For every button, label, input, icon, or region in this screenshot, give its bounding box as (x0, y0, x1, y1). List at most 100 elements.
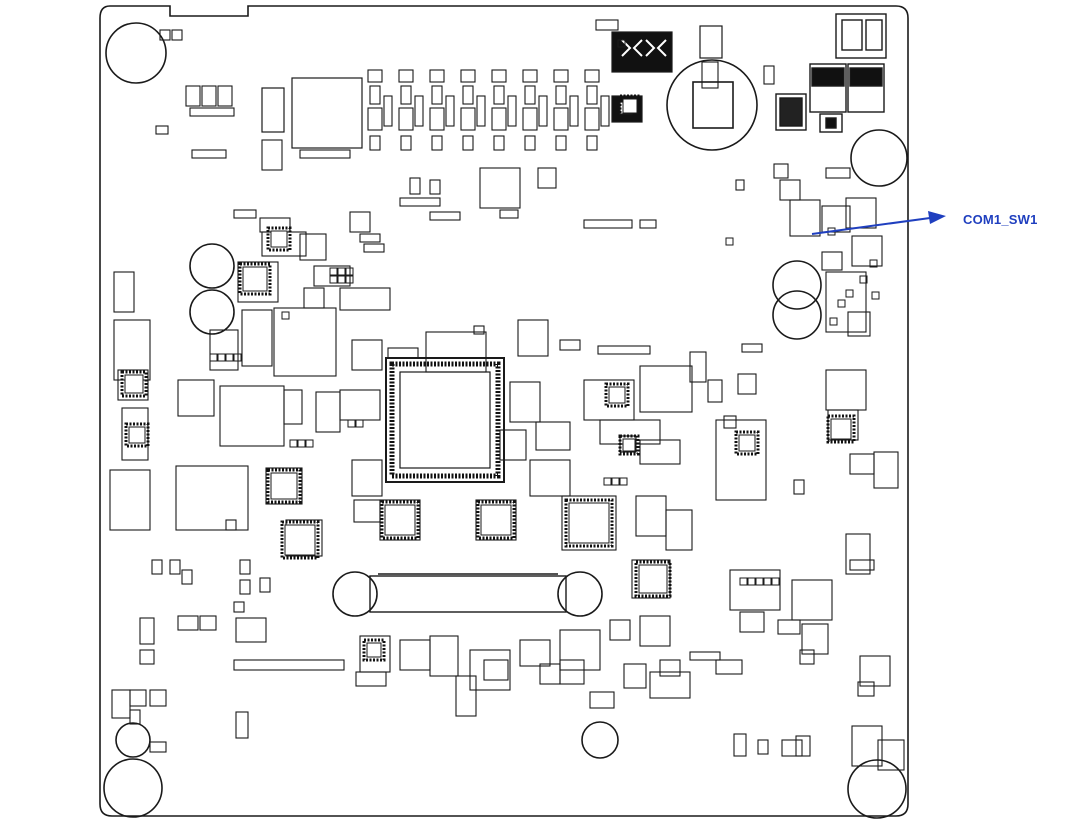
component-outline (757, 739, 769, 755)
ic-pins (618, 434, 640, 456)
component-outline (707, 379, 723, 403)
component-outline (351, 339, 383, 371)
mounting-hole-bottom-center (581, 721, 619, 759)
component-outline (479, 167, 521, 209)
usb-connector-block (775, 13, 887, 133)
ic-package (380, 500, 420, 540)
component-outline (847, 311, 871, 337)
component-outline (359, 233, 381, 243)
pad (603, 477, 612, 486)
ic-body (480, 504, 512, 536)
pad (617, 39, 626, 48)
component-outline (737, 373, 757, 395)
component-outline (877, 739, 905, 771)
component-outline (237, 261, 279, 303)
pad (345, 275, 354, 284)
main-soc (385, 357, 505, 483)
pad (845, 289, 854, 298)
component-outline (209, 329, 239, 371)
component-outline (387, 347, 419, 359)
component-outline (781, 739, 803, 757)
pcb-components (109, 19, 905, 771)
resistor (600, 95, 610, 127)
component-outline (233, 209, 257, 219)
component-outline (265, 467, 303, 505)
resistor (462, 85, 474, 105)
resistor (445, 95, 455, 127)
component-outline (233, 601, 245, 613)
component-outline (649, 671, 691, 699)
ic-body (568, 502, 610, 544)
mounting-hole-top-right (850, 129, 908, 187)
component-outline (315, 391, 341, 433)
pad (337, 275, 346, 284)
component-outline (235, 711, 249, 739)
component-outline (353, 499, 381, 523)
pad (586, 135, 598, 151)
capacitor-right-2 (772, 290, 822, 340)
component-outline (779, 179, 801, 201)
ic-body (366, 642, 382, 658)
component-outline (299, 149, 351, 159)
component-outline (723, 415, 737, 429)
component-outline (701, 61, 719, 89)
component-outline (639, 439, 681, 465)
component-outline (851, 235, 883, 267)
component-outline (233, 659, 345, 671)
component-outline (689, 651, 721, 661)
pad (460, 69, 476, 83)
component-outline (733, 733, 747, 757)
component-outline (409, 177, 421, 195)
component-outline (149, 741, 167, 753)
resistor (398, 107, 414, 131)
ic-pins (734, 430, 760, 456)
ic-package (280, 520, 320, 560)
component-outline (283, 389, 303, 425)
mounting-hole-bottom-right (847, 759, 907, 819)
battery-holder (666, 59, 758, 151)
component-outline (729, 569, 781, 611)
component-outline (849, 559, 875, 571)
pad (491, 69, 507, 83)
pad (355, 419, 364, 428)
component-outline (715, 659, 743, 675)
resistor (431, 85, 443, 105)
component-outline (635, 495, 667, 537)
component-outline (499, 209, 519, 219)
ic-package (362, 638, 386, 662)
ic-package (124, 422, 150, 448)
resistor (429, 107, 445, 131)
pad (281, 311, 290, 320)
component-outline (199, 615, 217, 631)
resistor (493, 85, 505, 105)
ic-package (120, 370, 148, 398)
component-outline (639, 219, 657, 229)
pad (209, 353, 218, 362)
component-outline (559, 629, 601, 671)
pad (462, 135, 474, 151)
ic-package (266, 226, 292, 252)
pad (398, 69, 414, 83)
component-outline (473, 325, 485, 335)
component-outline (539, 663, 561, 685)
component-outline (793, 479, 805, 495)
ic-package (266, 468, 302, 504)
component-outline (795, 735, 811, 757)
component-outline (189, 107, 235, 117)
pad (611, 477, 620, 486)
pad (329, 275, 338, 284)
component-outline (155, 125, 169, 135)
component-outline (559, 339, 581, 351)
ic-body (830, 418, 852, 440)
mounting-hole-left-lower (115, 722, 151, 758)
component-outline (475, 499, 517, 541)
component-outline (399, 197, 441, 207)
ic-pins (266, 226, 292, 252)
ic-pins (476, 500, 516, 540)
ic-pins (280, 520, 320, 560)
component-outline (499, 429, 527, 461)
component-outline (171, 29, 183, 41)
component-outline (469, 649, 511, 691)
resistor (369, 85, 381, 105)
